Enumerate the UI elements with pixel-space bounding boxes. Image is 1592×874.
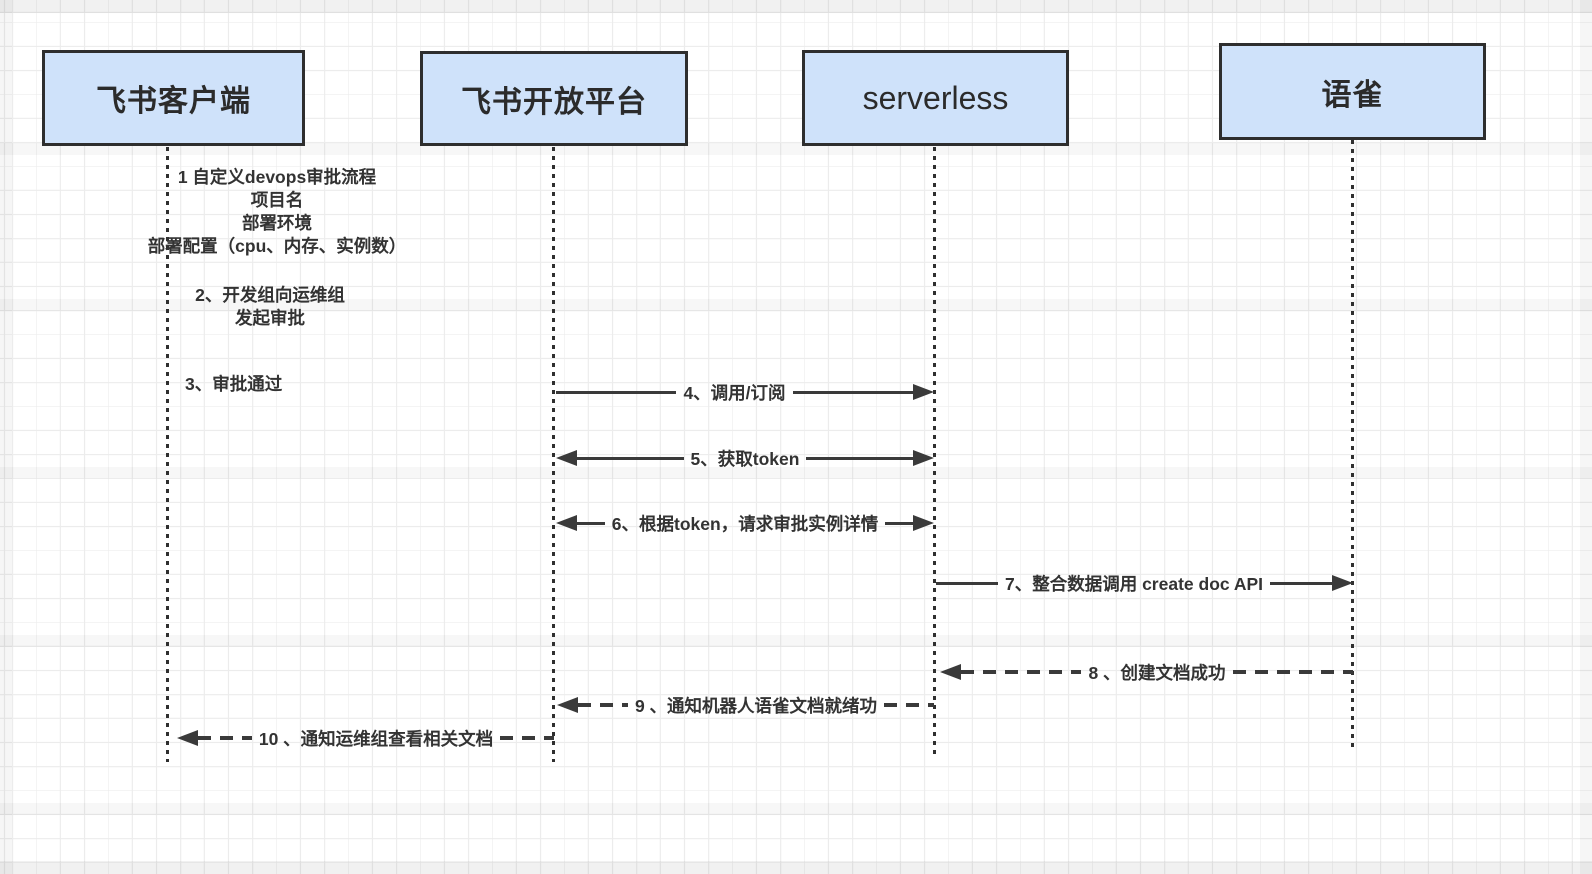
message-line [198, 736, 252, 740]
note-line: 发起审批 [235, 308, 305, 328]
message-5-get-token[interactable]: 5、获取token [556, 446, 934, 470]
actor-feishu-open-platform[interactable]: 飞书开放平台 [420, 51, 688, 146]
arrowhead-left [557, 697, 578, 713]
lifeline-yuque [1351, 140, 1354, 748]
message-4-call-subscribe[interactable]: 4、调用/订阅 [556, 380, 935, 404]
message-line [806, 456, 913, 460]
arrowhead-right [913, 515, 934, 531]
message-label: 4、调用/订阅 [683, 382, 786, 403]
message-line [884, 703, 934, 707]
message-label: 10 、通知运维组查看相关文档 [258, 728, 494, 749]
arrowhead-left [556, 515, 577, 531]
message-line [961, 670, 1082, 674]
message-line [500, 736, 555, 740]
message-line [792, 390, 914, 394]
message-9-notify-bot-doc-ready[interactable]: 9 、通知机器人语雀文档就绪功 [557, 693, 934, 717]
actor-label: 语雀 [1321, 78, 1384, 112]
grid-band [0, 861, 1592, 874]
grid-band [1580, 0, 1592, 874]
actor-label: 飞书客户端 [96, 85, 251, 118]
message-6-request-approval-detail[interactable]: 6、根据token，请求审批实例详情 [556, 511, 934, 535]
note-line: 1 自定义devops审批流程 [177, 167, 377, 187]
message-line [577, 456, 684, 460]
note-line: 3、审批通过 [185, 374, 283, 394]
note-line: 2、开发组向运维组 [195, 285, 345, 305]
lifeline-serverless [933, 147, 936, 758]
arrowhead-left [940, 664, 961, 680]
note-line: 部署配置（cpu、内存、实例数） [147, 236, 407, 256]
message-line [1270, 581, 1332, 585]
grid-band [0, 0, 12, 874]
message-line [1232, 670, 1354, 674]
actor-label: serverless [862, 79, 1009, 116]
arrowhead-left [177, 730, 198, 746]
message-line [936, 581, 998, 585]
arrowhead-right [913, 384, 935, 400]
message-line [885, 521, 913, 525]
arrowhead-right [1332, 575, 1353, 591]
message-label: 7、整合数据调用 create doc API [1004, 573, 1264, 594]
lifeline-feishu-open-platform [552, 147, 555, 762]
message-7-create-doc-api[interactable]: 7、整合数据调用 create doc API [936, 571, 1353, 595]
message-label: 6、根据token，请求审批实例详情 [611, 513, 879, 534]
note-3-approval-passed[interactable]: 3、审批通过 [185, 373, 282, 396]
message-line [577, 521, 605, 525]
note-line: 项目名 [250, 190, 304, 210]
actor-yuque[interactable]: 语雀 [1219, 43, 1486, 140]
grid-band [0, 803, 1592, 815]
arrowhead-right [913, 450, 934, 466]
message-10-notify-ops-view-doc[interactable]: 10 、通知运维组查看相关文档 [177, 726, 555, 750]
message-label: 8 、创建文档成功 [1088, 662, 1226, 683]
note-line: 部署环境 [242, 213, 312, 233]
message-label: 5、获取token [690, 448, 800, 469]
message-8-doc-created[interactable]: 8 、创建文档成功 [940, 660, 1354, 684]
note-1-approval-flow[interactable]: 1 自定义devops审批流程 项目名 部署环境 部署配置（cpu、内存、实例数… [117, 166, 437, 258]
message-label: 9 、通知机器人语雀文档就绪功 [634, 695, 878, 716]
arrowhead-left [556, 450, 577, 466]
message-line [556, 390, 677, 394]
actor-serverless[interactable]: serverless [802, 50, 1069, 146]
grid-band [0, 0, 1592, 13]
actor-label: 飞书开放平台 [461, 85, 647, 119]
lifeline-feishu-client [166, 147, 169, 762]
note-2-initiate-approval[interactable]: 2、开发组向运维组 发起审批 [170, 284, 370, 330]
actor-feishu-client[interactable]: 飞书客户端 [42, 50, 305, 146]
message-line [578, 703, 628, 707]
